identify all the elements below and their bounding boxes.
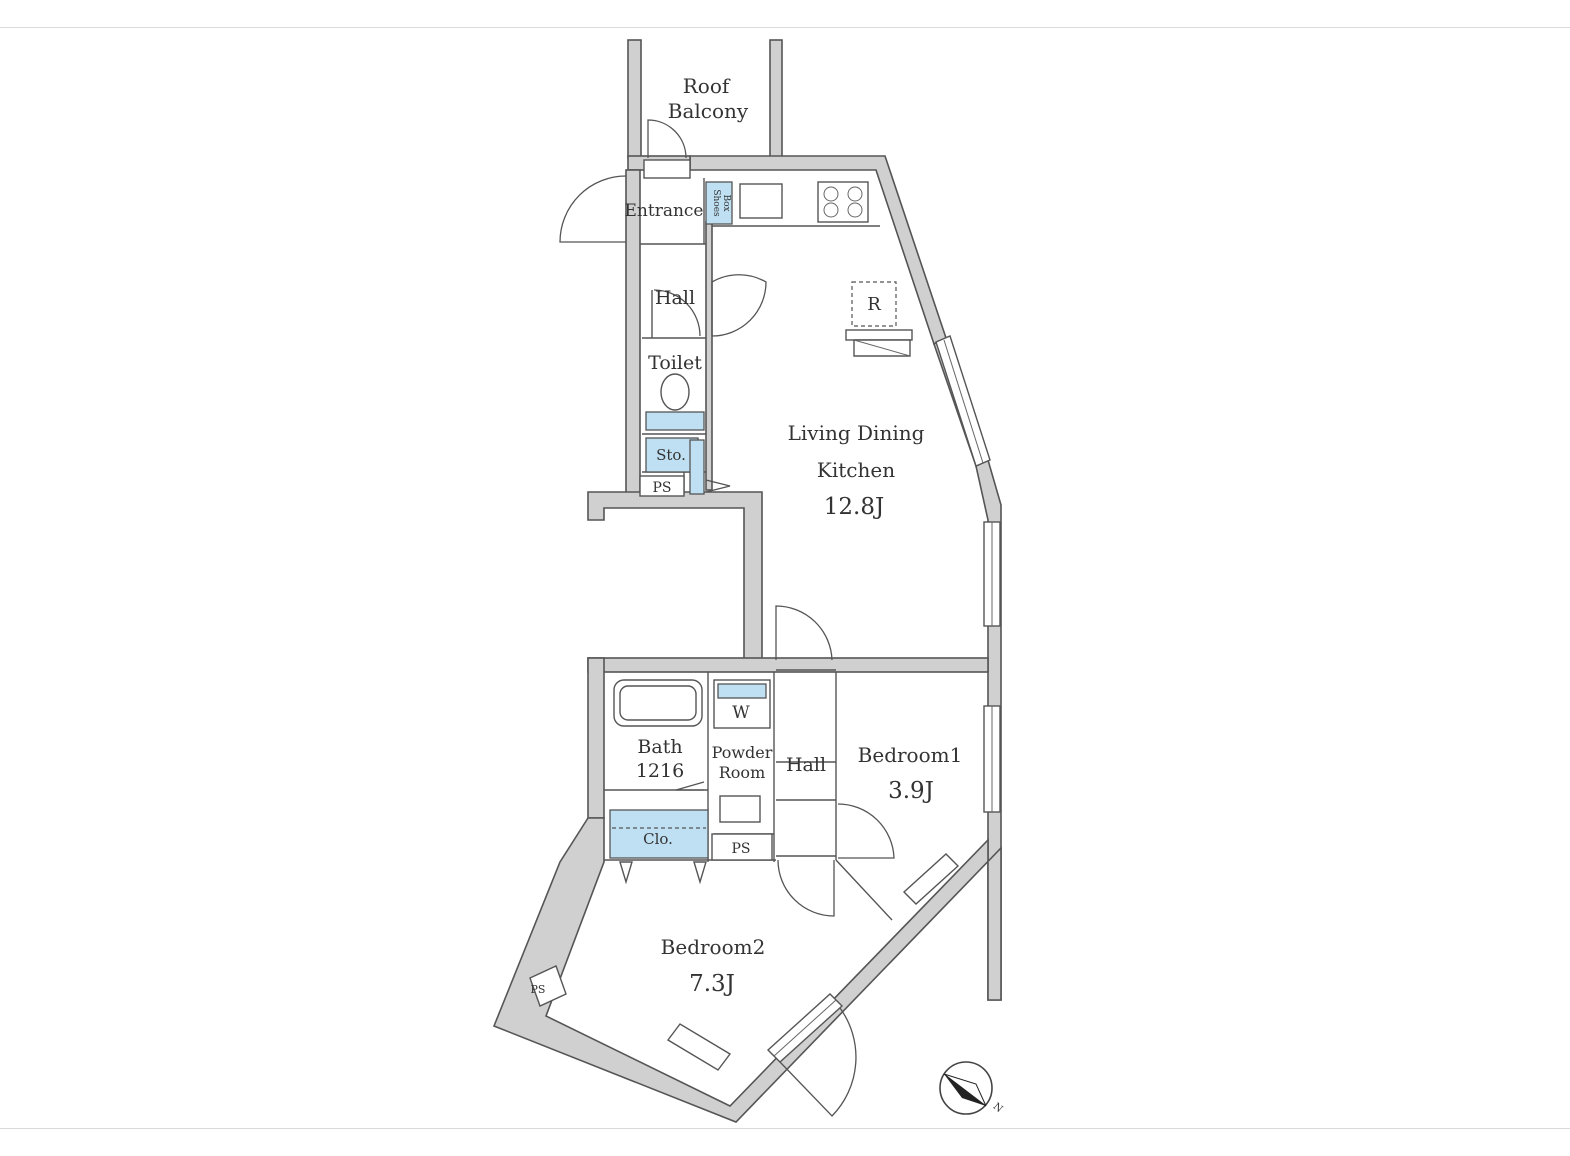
label-ldk-size: 12.8J xyxy=(824,494,884,520)
ps-upper-box xyxy=(639,475,685,497)
doors xyxy=(559,119,895,1117)
label-bath: Bath xyxy=(637,736,682,758)
label-bedroom1: Bedroom1 xyxy=(858,743,963,767)
top-divider xyxy=(0,27,1570,28)
label-roof: Roof xyxy=(683,74,731,98)
label-balcony: Balcony xyxy=(668,99,749,123)
fixtures xyxy=(529,181,960,1071)
ps-bedroom2-box xyxy=(529,965,567,1007)
gas-stove-icon xyxy=(817,181,869,223)
bedroom1-aircon xyxy=(902,853,960,905)
refrigerator-space xyxy=(851,281,897,327)
balcony-wall-left xyxy=(627,39,642,159)
label-powder: Powder xyxy=(712,743,773,762)
toilet-door xyxy=(653,289,701,337)
label-shoes: Shoes xyxy=(711,189,721,217)
labels: Roof Balcony Entrance Shoes Box Hall Toi… xyxy=(531,74,963,997)
storage-side xyxy=(689,439,705,495)
label-toilet: Toilet xyxy=(648,352,702,374)
label-entrance: Entrance xyxy=(625,201,704,221)
label-bath-size: 1216 xyxy=(636,760,684,782)
label-box: Box xyxy=(721,194,731,211)
label-ps-upper: PS xyxy=(652,480,671,496)
kitchen-sink xyxy=(739,183,783,219)
compass-north-label: N xyxy=(991,1101,1005,1115)
hall-door xyxy=(775,605,833,661)
shoes-box xyxy=(705,181,733,225)
label-bedroom2: Bedroom2 xyxy=(661,935,766,959)
label-hall-upper: Hall xyxy=(655,287,695,309)
ldk-door xyxy=(711,274,767,337)
label-closet: Clo. xyxy=(643,830,673,848)
balcony-door xyxy=(647,119,687,159)
bedroom2-door xyxy=(777,859,835,917)
label-ldk-name1: Living Dining xyxy=(788,421,925,445)
bedroom2-window-door xyxy=(779,1007,857,1117)
toilet-tank xyxy=(645,411,705,431)
closet xyxy=(609,809,709,859)
bottom-divider xyxy=(0,1128,1570,1129)
label-storage: Sto. xyxy=(656,446,686,464)
counter xyxy=(845,329,913,341)
label-ps-bedroom2: PS xyxy=(531,983,546,996)
bath-door xyxy=(675,781,705,791)
balcony-wall-right xyxy=(769,39,783,159)
compass: N xyxy=(939,1061,1005,1115)
label-hall-lower: Hall xyxy=(786,754,826,776)
wall-hall-right xyxy=(705,221,713,491)
toilet-bowl xyxy=(660,373,690,411)
label-ps-lower: PS xyxy=(731,841,750,857)
label-room: Room xyxy=(719,763,765,782)
label-ldk-name2: Kitchen xyxy=(817,458,895,482)
wall-notch xyxy=(587,491,763,661)
bedroom1-door xyxy=(837,803,895,859)
wall-west-lower xyxy=(587,657,605,819)
wall-bottom xyxy=(492,817,1002,1123)
label-washer: W xyxy=(732,703,750,723)
label-bedroom1-size: 3.9J xyxy=(888,778,934,804)
wash-basin xyxy=(719,795,761,823)
balcony-door-frame xyxy=(643,159,691,179)
bedroom2-aircon xyxy=(666,1023,732,1071)
entrance-door xyxy=(559,175,627,243)
ps-lower-box xyxy=(711,833,773,861)
storage-door xyxy=(705,479,731,493)
storage-cabinet xyxy=(645,437,699,473)
windows xyxy=(643,159,1001,1063)
label-bedroom2-size: 7.3J xyxy=(689,971,735,997)
label-refrigerator: R xyxy=(867,294,881,315)
